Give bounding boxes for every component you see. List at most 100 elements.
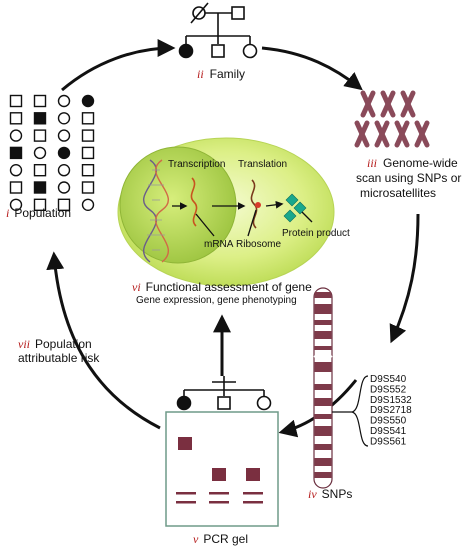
snps-label: iv SNPs	[308, 487, 352, 501]
male-symbol	[33, 94, 47, 108]
risk-numeral: vii	[18, 337, 30, 351]
dna-helix-icon	[143, 159, 169, 263]
arrow-genome-scan-to-snps	[389, 213, 420, 344]
female-symbol	[57, 181, 71, 194]
snp-marker-list: D9S540D9S552D9S1532D9S2718D9S550D9S541D9…	[370, 374, 412, 447]
pcr-gel-label: v PCR gel	[193, 532, 248, 546]
snps-label-text: SNPs	[322, 487, 353, 501]
genome-scan-line-2: scan using SNPs or	[356, 171, 461, 185]
chromosome-x-icon	[414, 120, 430, 148]
risk-line-2: attributable risk	[18, 351, 100, 365]
cell-illustration: Transcription Translation mRNA Ribosome …	[117, 137, 350, 287]
affected-male-symbol	[9, 146, 23, 160]
pcr-affected-female-symbol	[176, 395, 192, 411]
snp-marker: D9S550	[370, 416, 407, 427]
risk-label-line-1: vii Population	[18, 337, 92, 351]
male-symbol	[81, 146, 95, 160]
gel-band	[176, 492, 196, 495]
protein-product-label: Protein product	[282, 228, 350, 239]
cycle-arrows	[46, 39, 420, 438]
arrow-population-to-family	[61, 39, 176, 92]
male-symbol	[9, 112, 23, 125]
chromosome-x-icon	[360, 90, 376, 118]
genome-scan-numeral: iii	[367, 156, 377, 170]
functional-subtitle: Gene expression, gene phenotyping	[136, 295, 297, 306]
risk-line-1: Population	[35, 337, 92, 351]
chromosome-band	[314, 292, 332, 298]
snp-marker: D9S561	[370, 436, 407, 447]
parent-male-symbol	[231, 6, 245, 20]
population-grid	[9, 94, 95, 212]
pcr-unaffected-female-symbol	[256, 395, 272, 411]
chromosome-band	[314, 362, 332, 372]
affected-female-symbol	[81, 94, 95, 108]
population-label-text: Population	[14, 206, 71, 220]
snp-marker-bracket	[332, 375, 369, 447]
chromosome-band	[314, 458, 332, 466]
female-symbol	[81, 198, 95, 212]
chromosome-band	[314, 331, 332, 339]
chromosome-band	[314, 346, 332, 350]
female-symbol	[9, 198, 23, 212]
pcr-gel-numeral: v	[193, 532, 199, 546]
snp-marker: D9S552	[370, 384, 407, 395]
gel-band	[176, 501, 196, 504]
affected-male-symbol	[33, 181, 47, 194]
chromosome-band	[314, 398, 332, 406]
chromosome-x-icon	[374, 120, 390, 148]
snp-marker: D9S541	[370, 426, 407, 437]
genome-scan-line-3: microsatellites	[360, 186, 436, 200]
family-numeral: ii	[197, 67, 204, 81]
functional-numeral: vi	[132, 280, 141, 294]
female-symbol	[33, 146, 47, 160]
protein-pointer-line	[301, 211, 313, 223]
gel-band	[212, 468, 226, 481]
ribosome-icon	[255, 202, 261, 208]
male-symbol	[33, 163, 47, 177]
gel-band	[246, 468, 260, 481]
gel-band	[209, 501, 229, 504]
chromosome-band	[314, 320, 332, 325]
female-symbol	[57, 163, 71, 177]
gel-band	[178, 437, 192, 450]
population-label: i Population	[6, 206, 71, 220]
chromosome-band	[314, 426, 332, 436]
pcr-gel-label-text: PCR gel	[203, 532, 248, 546]
male-symbol	[33, 198, 47, 212]
male-symbol	[81, 112, 95, 125]
family-label-text: Family	[210, 67, 245, 81]
mrna-strand-icon	[190, 177, 198, 227]
unaffected-female-symbol	[242, 43, 258, 59]
chromosome-x-icon	[380, 90, 396, 118]
ribosome-pointer-line	[247, 209, 257, 237]
pcr-pedigree	[176, 376, 272, 411]
chromosome-x-icon	[400, 90, 416, 118]
chromosome-band	[314, 384, 332, 390]
centromere	[313, 355, 333, 360]
gel-band	[209, 492, 229, 495]
male-symbol	[57, 198, 71, 212]
gel-band	[243, 501, 263, 504]
arrow-family-to-genome-scan	[261, 46, 363, 91]
male-symbol	[81, 163, 95, 177]
ribosome-label: Ribosome	[236, 239, 281, 250]
transcription-label: Transcription	[168, 159, 225, 170]
chromosome-x-icon	[354, 120, 370, 148]
snps-numeral: iv	[308, 487, 317, 501]
cell-nucleus	[119, 146, 237, 264]
female-symbol	[9, 129, 23, 142]
mrna-label: mRNA	[204, 239, 234, 250]
chromosome-band	[314, 444, 332, 450]
female-symbol	[57, 94, 71, 108]
affected-female-symbol	[178, 43, 194, 59]
family-pedigree	[178, 2, 258, 59]
female-symbol	[57, 129, 71, 142]
mrna-pointer-line	[195, 213, 215, 237]
chromosome-band	[314, 304, 332, 314]
translated-mrna-icon	[250, 179, 258, 229]
chromosome-karyotype-icon	[354, 90, 430, 148]
snp-marker: D9S2718	[370, 405, 412, 416]
population-numeral: i	[6, 206, 9, 220]
